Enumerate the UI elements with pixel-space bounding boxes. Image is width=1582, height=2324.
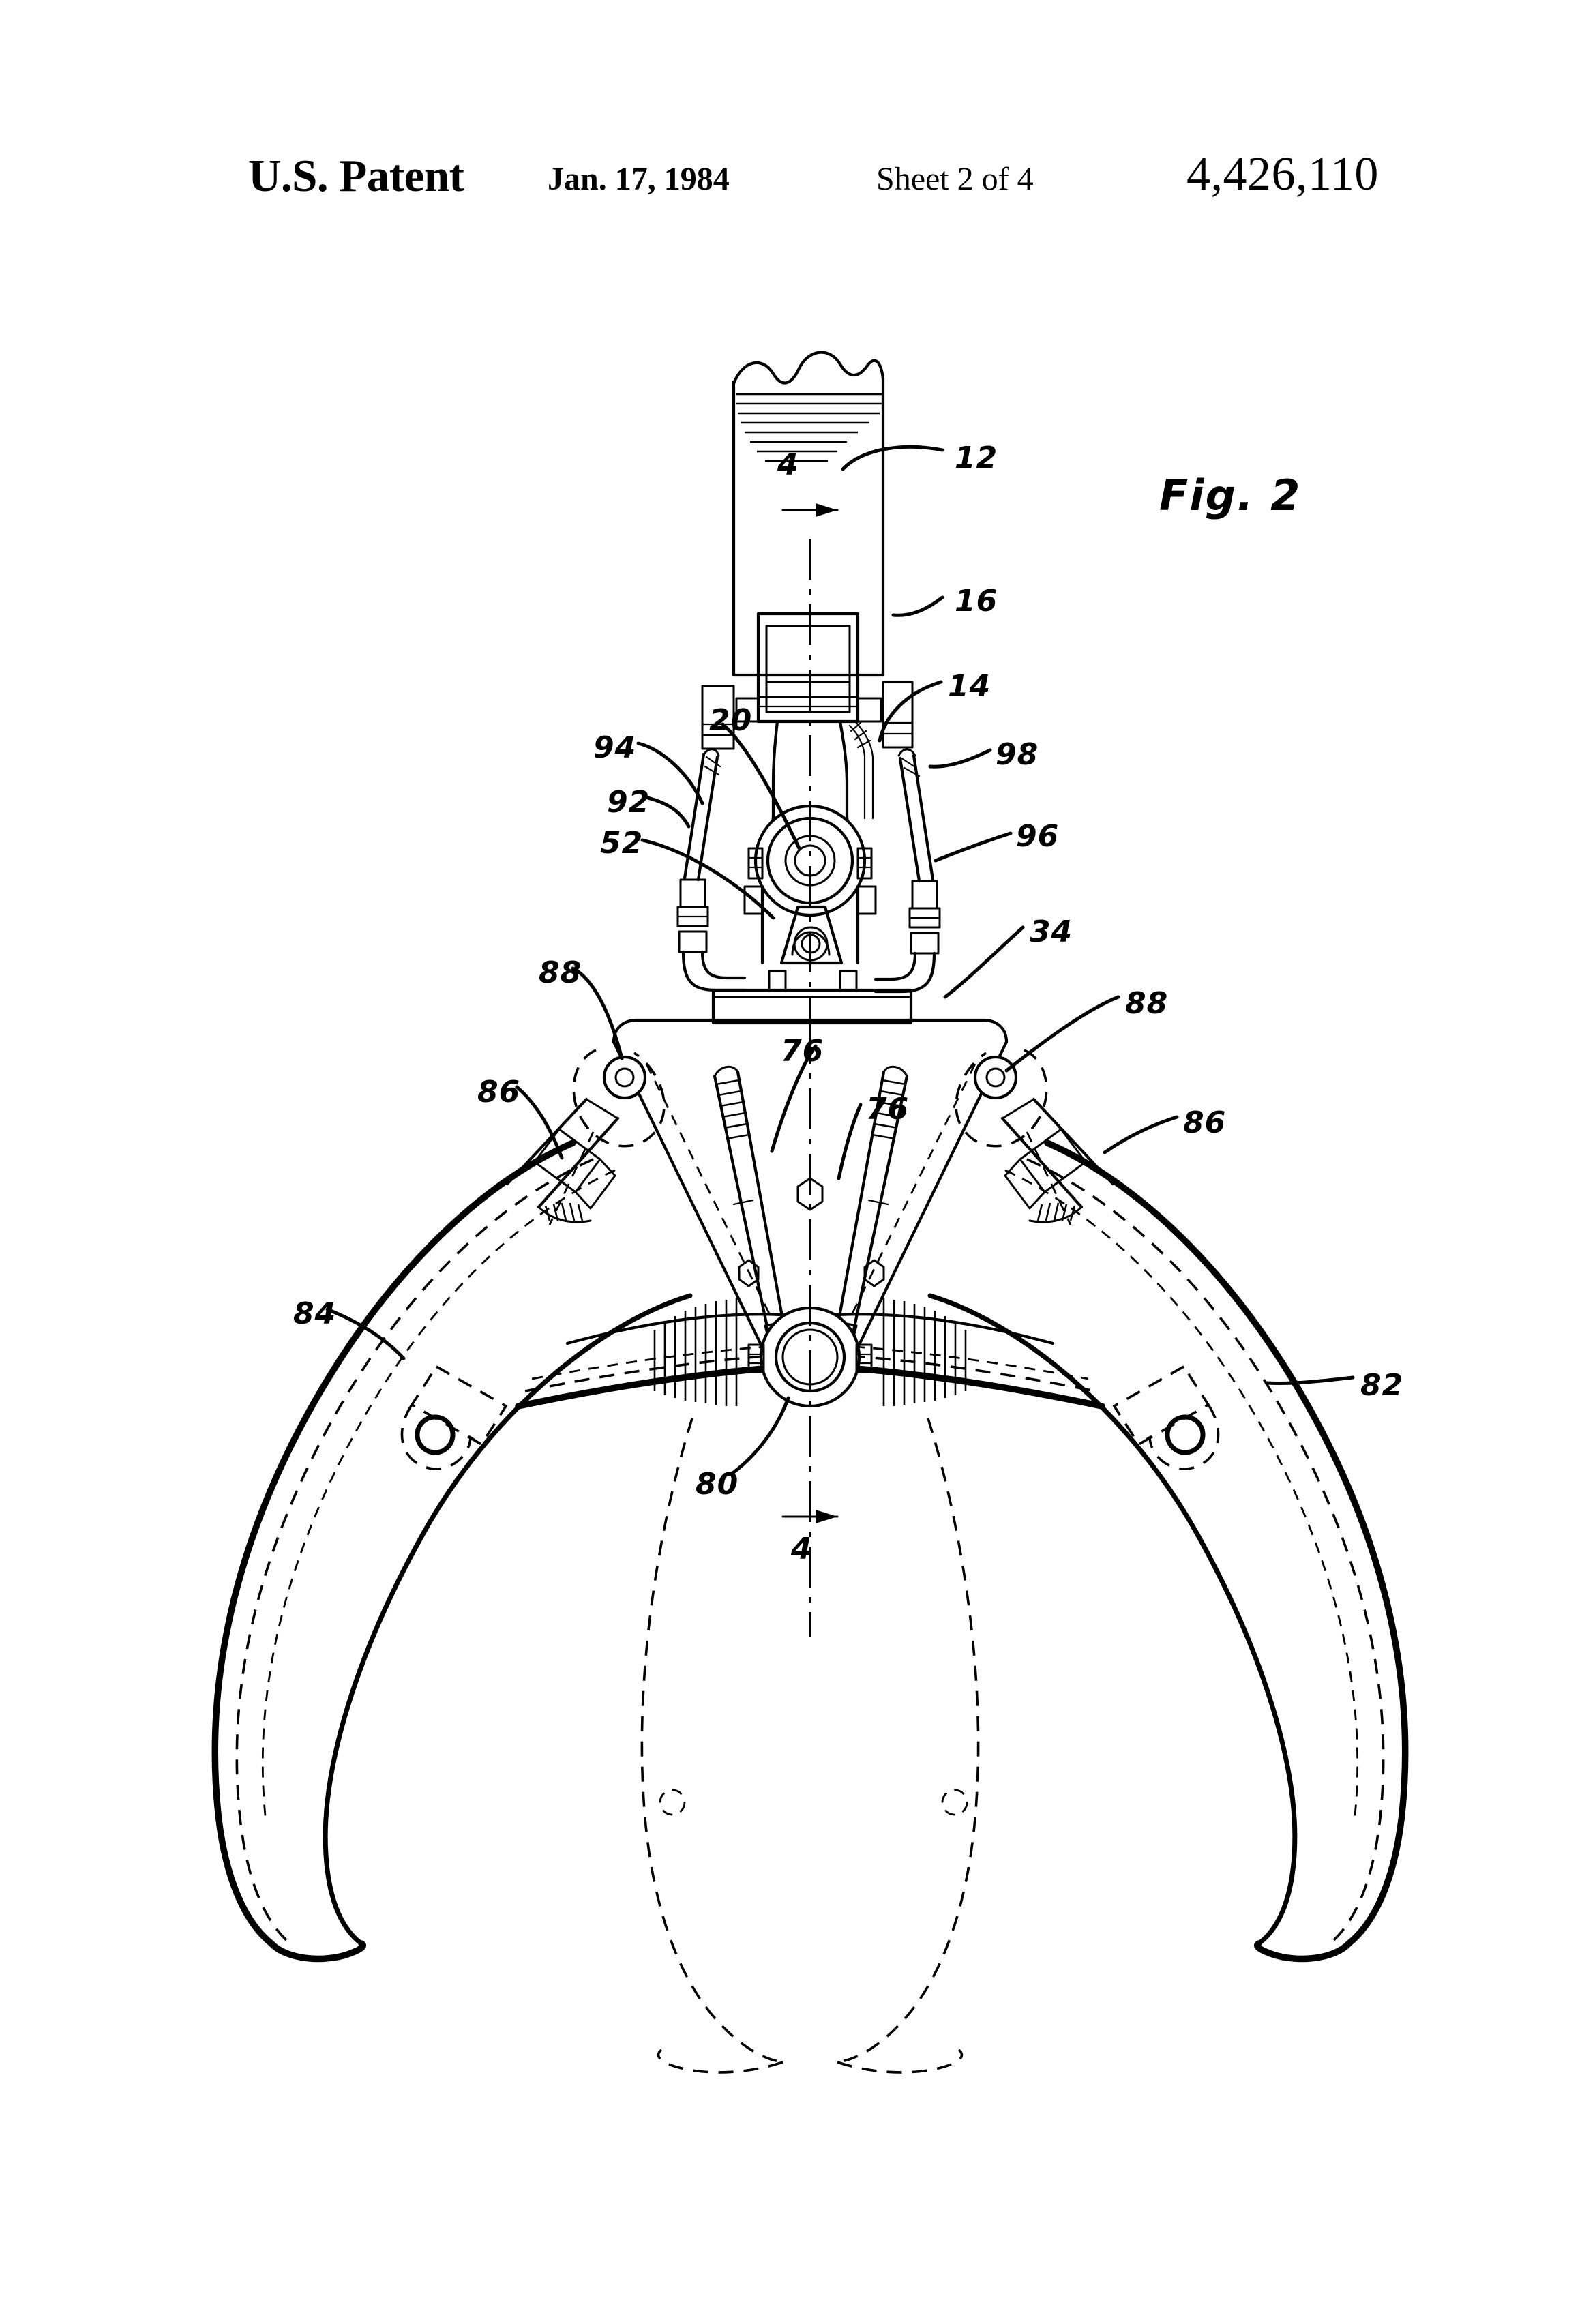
sheet-number: Sheet 2 of 4 xyxy=(876,161,1034,197)
right-link-foot-hatching xyxy=(1036,1202,1076,1221)
right-rod-hatching xyxy=(871,1079,906,1140)
reference-numeral-right-tension-link: 76 xyxy=(866,1092,910,1127)
section-arrow-bottom xyxy=(816,1510,837,1523)
patent-number: 4,426,110 xyxy=(1186,148,1379,200)
section-marker-bottom: 4 xyxy=(791,1532,813,1566)
reference-numeral-left-link-arm: 86 xyxy=(477,1075,521,1109)
reference-numeral-right-link-arm: 86 xyxy=(1183,1105,1227,1140)
reference-numeral-left-tension-link: 76 xyxy=(781,1034,824,1069)
upper-pivot-pins-88 xyxy=(572,1049,1048,1148)
mounting-head-plate-34 xyxy=(711,970,913,1025)
tension-links-76 xyxy=(713,1065,909,1343)
reference-numeral-rotator-housing: 14 xyxy=(948,669,991,704)
hydraulic-hoses xyxy=(676,748,941,994)
section-line-4-4 xyxy=(781,503,839,1637)
reference-numeral-cylinder-rod-end-fitting: 16 xyxy=(955,584,998,619)
phantom-tine-bores xyxy=(659,1789,968,1816)
reference-numeral-left-upper-pivot-pin: 88 xyxy=(539,955,582,990)
reference-numeral-left-upper-hose-fitting: 94 xyxy=(593,730,637,765)
reference-numeral-main-pivot-hub: 80 xyxy=(696,1467,739,1502)
left-pivot-pin-bore xyxy=(602,1055,647,1100)
link-arms-86 xyxy=(505,1097,1115,1225)
reference-numeral-left-tine: 84 xyxy=(293,1296,337,1331)
left-link-foot-hatching xyxy=(544,1202,584,1221)
reference-numeral-right-hose: 96 xyxy=(1016,819,1060,854)
reference-numeral-mounting-head-plate: 34 xyxy=(1030,914,1073,949)
right-tine-82 xyxy=(837,1139,1409,2074)
right-tine-bolt-bore xyxy=(1165,1414,1206,1455)
yoke-lower-hex-nuts xyxy=(738,1259,885,1287)
left-rod-hatching xyxy=(715,1079,750,1140)
hub-section-hatching-right xyxy=(882,1298,967,1406)
patent-header: U.S. Patent Jan. 17, 1984 Sheet 2 of 4 4… xyxy=(0,148,1582,228)
right-pivot-pin-bore xyxy=(973,1055,1018,1100)
reference-numeral-left-hose: 92 xyxy=(607,785,651,820)
reference-numeral-right-tine: 82 xyxy=(1360,1368,1404,1403)
leader-lines xyxy=(325,445,1355,1476)
patent-issue-date: Jan. 17, 1984 xyxy=(548,161,730,197)
section-marker-top: 4 xyxy=(777,447,799,482)
reference-numeral-swivel-bearing: 20 xyxy=(709,703,753,738)
patent-office-title: U.S. Patent xyxy=(248,151,464,201)
cylinder-break-hatching xyxy=(736,393,883,462)
reference-numeral-right-upper-hose-fitting: 98 xyxy=(996,737,1039,772)
figure-label: Fig. 2 xyxy=(1159,471,1302,520)
left-tine-84 xyxy=(211,1139,783,2074)
section-arrow-top xyxy=(816,503,837,517)
reference-numeral-left-lower-hose-coupling: 52 xyxy=(600,826,644,861)
reference-numeral-right-upper-pivot-pin: 88 xyxy=(1125,986,1169,1021)
left-tine-bolt-bore xyxy=(415,1414,456,1455)
reference-numeral-hydraulic-cylinder: 12 xyxy=(955,441,998,475)
